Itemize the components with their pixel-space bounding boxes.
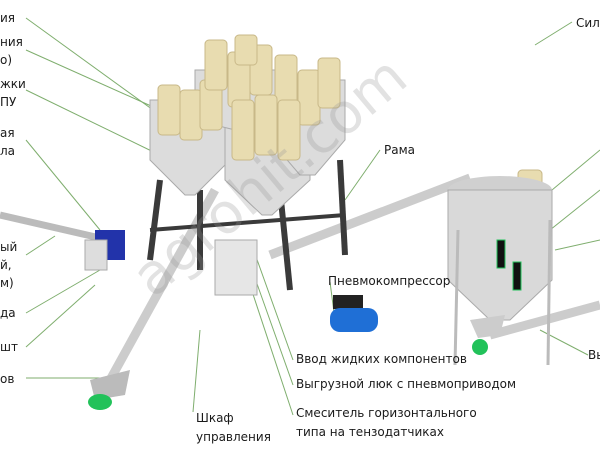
left-label: о) xyxy=(0,53,13,67)
left-label: шт xyxy=(0,340,18,354)
control-cabinet xyxy=(214,239,258,296)
unload-hatch-label: Выгрузной люк с пневмоприводом xyxy=(296,377,517,391)
frame xyxy=(147,159,348,291)
feeder xyxy=(90,370,130,400)
mixer-label-2: типа на тензодатчиках xyxy=(296,425,444,439)
left-label: ния xyxy=(0,35,23,49)
left-label: ов xyxy=(0,372,15,386)
left-label: да xyxy=(0,306,16,320)
liquid-input-label: Ввод жидких компонентов xyxy=(296,352,467,366)
frame-label: Рама xyxy=(384,143,415,157)
compressor-label: Пневмокомпрессор xyxy=(328,274,451,288)
left-label: ия xyxy=(0,11,16,25)
cabinet-label-2: управления xyxy=(196,430,271,444)
cabinet-label-1: Шкаф xyxy=(196,411,234,425)
left-label: ПУ xyxy=(0,95,17,109)
left-label: жки xyxy=(0,77,26,91)
left-label: ая xyxy=(0,126,15,140)
mixer-label-1: Смеситель горизонтального xyxy=(296,406,477,420)
outlet-label: Вы xyxy=(588,348,600,362)
left-label: ый xyxy=(0,240,18,254)
silo xyxy=(447,176,553,366)
filter-cartridges xyxy=(157,34,543,221)
left-label: ла xyxy=(0,144,16,158)
left-label: й, xyxy=(0,258,12,272)
left-label: м) xyxy=(0,276,14,290)
compressor xyxy=(333,295,363,309)
silo-label: Сил xyxy=(576,16,600,30)
